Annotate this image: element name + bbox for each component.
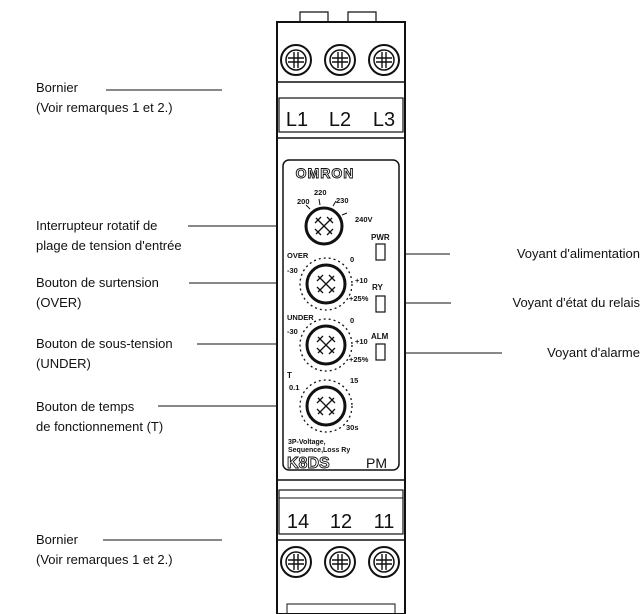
ry-indicator-label: RY: [372, 283, 383, 292]
dial-cross-icon: [316, 396, 336, 416]
over-tick-plus: +10: [355, 276, 368, 285]
under-knob-name: UNDER: [287, 313, 314, 322]
terminal-label-11: 11: [374, 511, 395, 533]
label-power-indicator: Voyant d'alimentation: [517, 244, 640, 264]
time-tick-mid: 15: [350, 376, 358, 385]
label-relay-indicator: Voyant d'état du relais: [512, 293, 640, 313]
label-line: (Voir remarques 1 et 2.): [36, 100, 173, 115]
under-tick-plus: +10: [355, 337, 368, 346]
label-line: Bornier: [36, 532, 78, 547]
indicator-windows: [375, 243, 386, 361]
terminal-screw-icon: [280, 44, 312, 76]
label-line: (OVER): [36, 295, 82, 310]
time-knob-name: T: [287, 371, 292, 380]
device-housing: [276, 11, 406, 614]
alm-indicator-label: ALM: [371, 332, 389, 341]
label-line: de fonctionnement (T): [36, 419, 164, 434]
label-line: Bornier: [36, 80, 78, 95]
under-tick-max: +25%: [349, 355, 369, 364]
operating-time-knob[interactable]: [299, 379, 353, 433]
terminal-label-l1: L1: [286, 109, 308, 131]
voltage-tick-240v: 240V: [355, 215, 373, 224]
terminal-label-14: 14: [287, 511, 309, 533]
terminal-screw-icon: [368, 44, 400, 76]
device-description-line1: 3P-Voltage,: [288, 439, 326, 446]
terminal-screw-icon: [324, 546, 356, 578]
voltage-tick-200: 200: [297, 197, 310, 206]
model-name: K8DS: [287, 455, 330, 472]
time-tick-min: 0.1: [289, 383, 299, 392]
label-top-terminal-block: Bornier (Voir remarques 1 et 2.): [36, 78, 173, 118]
pwr-indicator-window: [375, 243, 386, 261]
label-line: plage de tension d'entrée: [36, 238, 182, 253]
leader-lines: [103, 89, 502, 541]
device-description-line2: Sequence,Loss Ry: [288, 447, 350, 454]
label-time-knob: Bouton de temps de fonctionnement (T): [36, 397, 163, 437]
label-over-knob: Bouton de surtension (OVER): [36, 273, 159, 313]
time-tick-max: 30s: [346, 423, 359, 432]
terminal-label-12: 12: [330, 511, 352, 533]
terminal-label-l2: L2: [329, 109, 351, 131]
under-voltage-knob[interactable]: [299, 318, 353, 372]
voltage-tick-230: 230: [336, 196, 349, 205]
dial-cross-icon: [316, 274, 336, 294]
under-tick-min: -30: [287, 327, 298, 336]
label-line: Voyant d'alimentation: [516, 246, 640, 261]
pwr-indicator-label: PWR: [371, 233, 390, 242]
brand-logo: OMRON: [296, 165, 355, 181]
label-bottom-terminal-block: Bornier (Voir remarques 1 et 2.): [36, 530, 173, 570]
under-tick-zero: 0: [350, 316, 354, 325]
bottom-terminal-screws: [280, 546, 400, 578]
terminal-screw-icon: [324, 44, 356, 76]
top-terminal-screws: [280, 44, 400, 76]
label-voltage-range-switch: Interrupteur rotatif de plage de tension…: [36, 216, 182, 256]
label-under-knob: Bouton de sous-tension (UNDER): [36, 334, 173, 374]
label-line: Bouton de surtension: [36, 275, 159, 290]
terminal-label-l3: L3: [373, 109, 395, 131]
label-alarm-indicator: Voyant d'alarme: [547, 343, 640, 363]
over-tick-zero: 0: [350, 255, 354, 264]
label-line: (UNDER): [36, 356, 91, 371]
alm-indicator-window: [375, 343, 386, 361]
label-line: (Voir remarques 1 et 2.): [36, 552, 173, 567]
label-line: Bouton de sous-tension: [36, 336, 173, 351]
voltage-range-switch[interactable]: [304, 198, 348, 246]
label-line: Interrupteur rotatif de: [36, 218, 158, 233]
label-line: Voyant d'alarme: [547, 345, 640, 360]
over-knob-name: OVER: [287, 251, 309, 260]
voltage-tick-220: 220: [314, 188, 327, 197]
dial-cross-icon: [316, 335, 336, 355]
over-tick-max: +25%: [349, 294, 369, 303]
over-tick-min: -30: [287, 266, 298, 275]
dial-cross-icon: [314, 216, 334, 236]
terminal-screw-icon: [280, 546, 312, 578]
over-voltage-knob[interactable]: [299, 257, 353, 311]
terminal-screw-icon: [368, 546, 400, 578]
model-suffix: PM: [366, 455, 387, 471]
ry-indicator-window: [375, 295, 386, 313]
label-line: Bouton de temps: [36, 399, 135, 414]
label-line: Voyant d'état du relais: [512, 295, 640, 310]
